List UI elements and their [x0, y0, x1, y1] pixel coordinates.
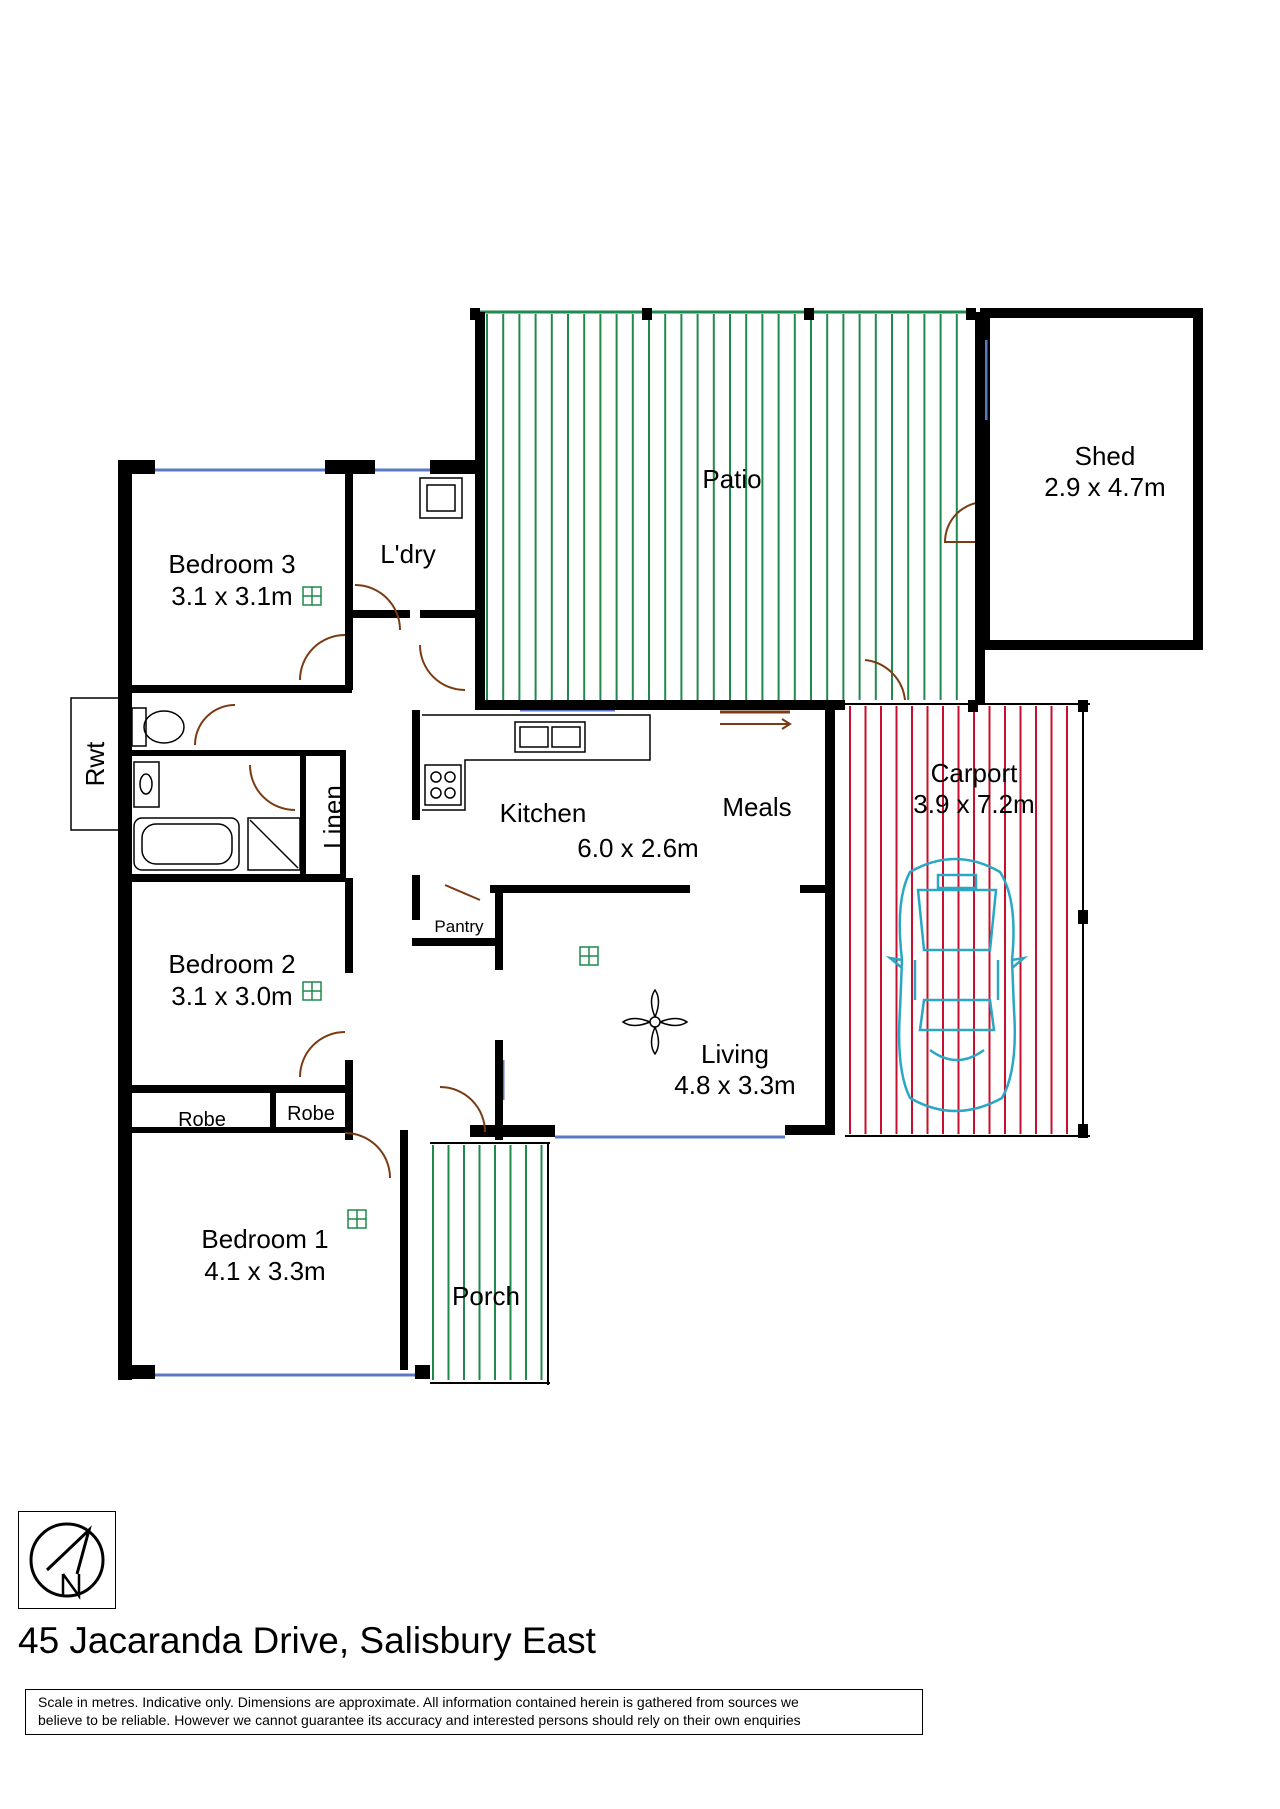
robe-left-label: Robe [178, 1109, 226, 1131]
kitchen-bench [422, 714, 651, 811]
porch-area [430, 1142, 550, 1385]
shed-dimension: 2.9 x 4.7m [1044, 472, 1165, 502]
carport-label: Carport [931, 758, 1018, 788]
meals-label: Meals [722, 792, 791, 822]
bedroom1-dimension: 4.1 x 3.3m [204, 1256, 325, 1286]
bedroom2-dimension: 3.1 x 3.0m [171, 981, 292, 1011]
ceiling-fan-icon [621, 988, 689, 1056]
kitchen-label: Kitchen [500, 798, 587, 828]
bedroom2-label: Bedroom 2 [168, 949, 295, 979]
smoke-detector-icons [302, 586, 599, 1229]
north-arrow-icon [29, 1522, 105, 1600]
disclaimer-line-1: Scale in metres. Indicative only. Dimens… [38, 1694, 799, 1710]
north-arrow [18, 1511, 116, 1609]
carport-dimension: 3.9 x 7.2m [913, 789, 1034, 819]
laundry-trough [419, 477, 463, 519]
carport-area [845, 700, 1090, 1138]
toilet-fixture [131, 707, 185, 747]
patio-label: Patio [702, 464, 761, 494]
linen-label: Linen [318, 785, 348, 849]
porch-label: Porch [452, 1281, 520, 1311]
living-label: Living [701, 1039, 769, 1069]
living-dimension: 4.8 x 3.3m [674, 1070, 795, 1100]
rwt-label: Rwt [80, 741, 110, 787]
property-address: 45 Jacaranda Drive, Salisbury East [18, 1620, 596, 1661]
bedroom3-dimension: 3.1 x 3.1m [171, 581, 292, 611]
bedroom1-label: Bedroom 1 [201, 1224, 328, 1254]
pantry-label: Pantry [434, 917, 484, 936]
car-icon [885, 857, 1029, 1113]
robe-right-label: Robe [287, 1103, 335, 1125]
doors [194, 584, 906, 1179]
disclaimer: Scale in metres. Indicative only. Dimens… [25, 1689, 923, 1735]
laundry-label: L'dry [380, 539, 436, 569]
shed-label: Shed [1075, 441, 1136, 471]
kitchen-dimension: 6.0 x 2.6m [577, 833, 698, 863]
walls [118, 312, 985, 1380]
disclaimer-line-2: believe to be reliable. However we canno… [38, 1712, 801, 1728]
bedroom3-label: Bedroom 3 [168, 549, 295, 579]
patio-area [470, 308, 976, 700]
bathroom-fixtures [133, 761, 301, 871]
